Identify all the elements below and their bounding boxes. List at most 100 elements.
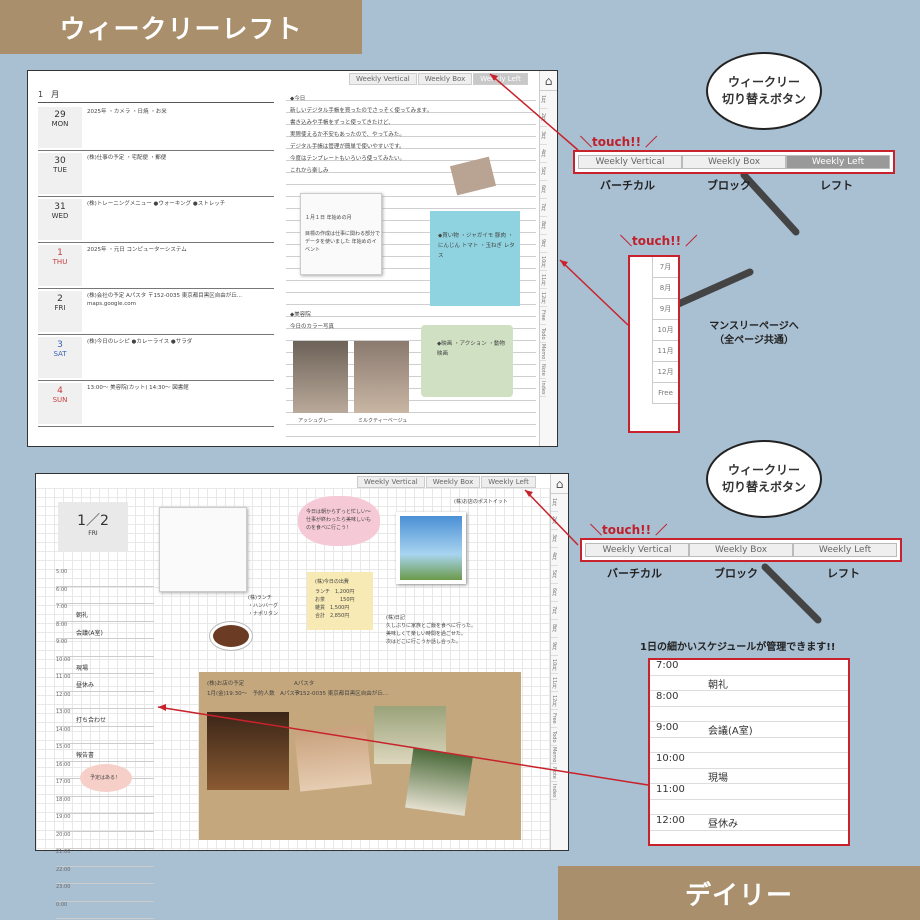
month-link[interactable]: 6月 (551, 584, 558, 602)
time-slot[interactable]: 0:00 (56, 902, 154, 919)
zoom-tab-vertical[interactable]: Weekly Vertical (585, 543, 689, 557)
month-link[interactable]: 6月 (540, 181, 547, 199)
todo-link[interactable]: Todo (551, 728, 557, 746)
home-icon[interactable]: ⌂ (551, 474, 568, 494)
schedule-event: 会議(A室) (708, 726, 753, 737)
month-link[interactable]: 12月 (551, 692, 558, 710)
memo-link[interactable]: Memo (551, 746, 557, 764)
note-link[interactable]: Note (540, 361, 546, 379)
index-link[interactable]: Index (551, 782, 557, 800)
todo-link[interactable]: Todo (540, 325, 546, 343)
schedule-row[interactable]: 朝礼 (650, 676, 848, 691)
time-slot[interactable]: 6:00 (56, 587, 154, 604)
schedule-row[interactable]: 8:00 (650, 691, 848, 707)
zoom-tab-box[interactable]: Weekly Box (689, 543, 793, 557)
free-link[interactable]: Free (540, 307, 546, 325)
zoom-tab-left[interactable]: Weekly Left (786, 155, 890, 169)
schedule-row[interactable] (650, 707, 848, 722)
month-link[interactable]: 5月 (551, 566, 558, 584)
time-label: 13:00 (56, 709, 71, 715)
zoom-tab-box[interactable]: Weekly Box (682, 155, 786, 169)
zoom-tab-left[interactable]: Weekly Left (793, 543, 897, 557)
month-link[interactable]: 8月 (652, 278, 678, 299)
schedule-row[interactable] (650, 800, 848, 815)
tab-weekly-box[interactable]: Weekly Box (425, 476, 481, 488)
shopping-sticky[interactable]: ◆買い物 ・ジャガイモ 豚肉 ・にんじん トマト ・玉ねぎ レタス (430, 211, 520, 306)
month-link[interactable]: 1月 (540, 91, 547, 109)
tab-weekly-vertical[interactable]: Weekly Vertical (349, 73, 417, 85)
month-link[interactable]: 8月 (551, 620, 558, 638)
month-link[interactable]: 7月 (551, 602, 558, 620)
month-link[interactable]: 5月 (540, 163, 547, 181)
month-link[interactable]: 1月 (551, 494, 558, 512)
time-slot[interactable]: 22:00 (56, 867, 154, 884)
tab-weekly-box[interactable]: Weekly Box (417, 73, 473, 85)
month-link[interactable]: 2月 (540, 109, 547, 127)
month-link[interactable]: 9月 (551, 638, 558, 656)
month-link[interactable]: 11月 (540, 271, 547, 289)
month-link[interactable]: 12月 (652, 362, 678, 383)
time-slot[interactable]: 14:00 (56, 727, 154, 744)
time-slot[interactable]: 12:00 (56, 692, 154, 709)
time-slot[interactable]: 5:00 (56, 569, 154, 587)
month-link[interactable]: 7月 (652, 257, 678, 278)
schedule-row[interactable]: 11:00 (650, 784, 848, 800)
time-slot[interactable]: 17:00 (56, 779, 154, 797)
month-link[interactable]: 8月 (540, 217, 547, 235)
month-link[interactable]: 11月 (551, 674, 558, 692)
time-slot[interactable]: 20:00 (56, 832, 154, 849)
month-link[interactable]: 9月 (540, 235, 547, 253)
time-event: 現場 (76, 664, 89, 672)
month-link[interactable]: 11月 (652, 341, 678, 362)
green-sticky[interactable]: ◆映画 ・アクション ・動物映画 (421, 325, 513, 397)
tab-weekly-left[interactable]: Weekly Left (473, 73, 528, 85)
index-link[interactable]: Index (540, 379, 546, 397)
month-link[interactable]: 3月 (540, 127, 547, 145)
schedule-row[interactable]: 現場 (650, 769, 848, 784)
zoom-tab-vertical[interactable]: Weekly Vertical (578, 155, 682, 169)
schedule-row[interactable] (650, 738, 848, 753)
memo-card[interactable] (159, 507, 247, 592)
schedule-row[interactable]: 10:00 (650, 753, 848, 769)
time-label: 17:00 (56, 779, 71, 785)
free-link[interactable]: Free (551, 710, 557, 728)
month-link[interactable]: 3月 (551, 530, 558, 548)
month-link[interactable]: 12月 (540, 289, 547, 307)
month-link[interactable]: 9月 (652, 299, 678, 320)
month-link[interactable]: 4月 (551, 548, 558, 566)
month-link[interactable]: 10月 (551, 656, 558, 674)
tab-weekly-left[interactable]: Weekly Left (481, 476, 536, 488)
tab-weekly-vertical[interactable]: Weekly Vertical (357, 476, 425, 488)
schedule-row[interactable]: 7:00 (650, 660, 848, 676)
free-link[interactable]: Free (652, 383, 678, 404)
month-link[interactable]: 7月 (540, 199, 547, 217)
time-slot[interactable]: 23:00 (56, 884, 154, 902)
memo-link[interactable]: Memo (540, 343, 546, 361)
month-link[interactable]: 10月 (540, 253, 547, 271)
time-slot[interactable]: 21:00 (56, 849, 154, 867)
expense-sticky[interactable]: (株)今日の出費 ランチ 1,200円 お茶 150円 雑貨 1,500円 合計… (307, 572, 373, 630)
note-link[interactable]: Note (551, 764, 557, 782)
memo-card[interactable]: １月１日 年始めの月 目標の作成は仕事に関わる部分で データを使いました 年始め… (300, 193, 382, 275)
home-icon[interactable]: ⌂ (540, 71, 557, 91)
month-link[interactable]: 10月 (652, 320, 678, 341)
time-slot[interactable]: 9:00 (56, 639, 154, 657)
time-slot[interactable]: 19:00 (56, 814, 154, 832)
month-link[interactable]: 4月 (540, 145, 547, 163)
time-slot[interactable]: 18:00 (56, 797, 154, 814)
